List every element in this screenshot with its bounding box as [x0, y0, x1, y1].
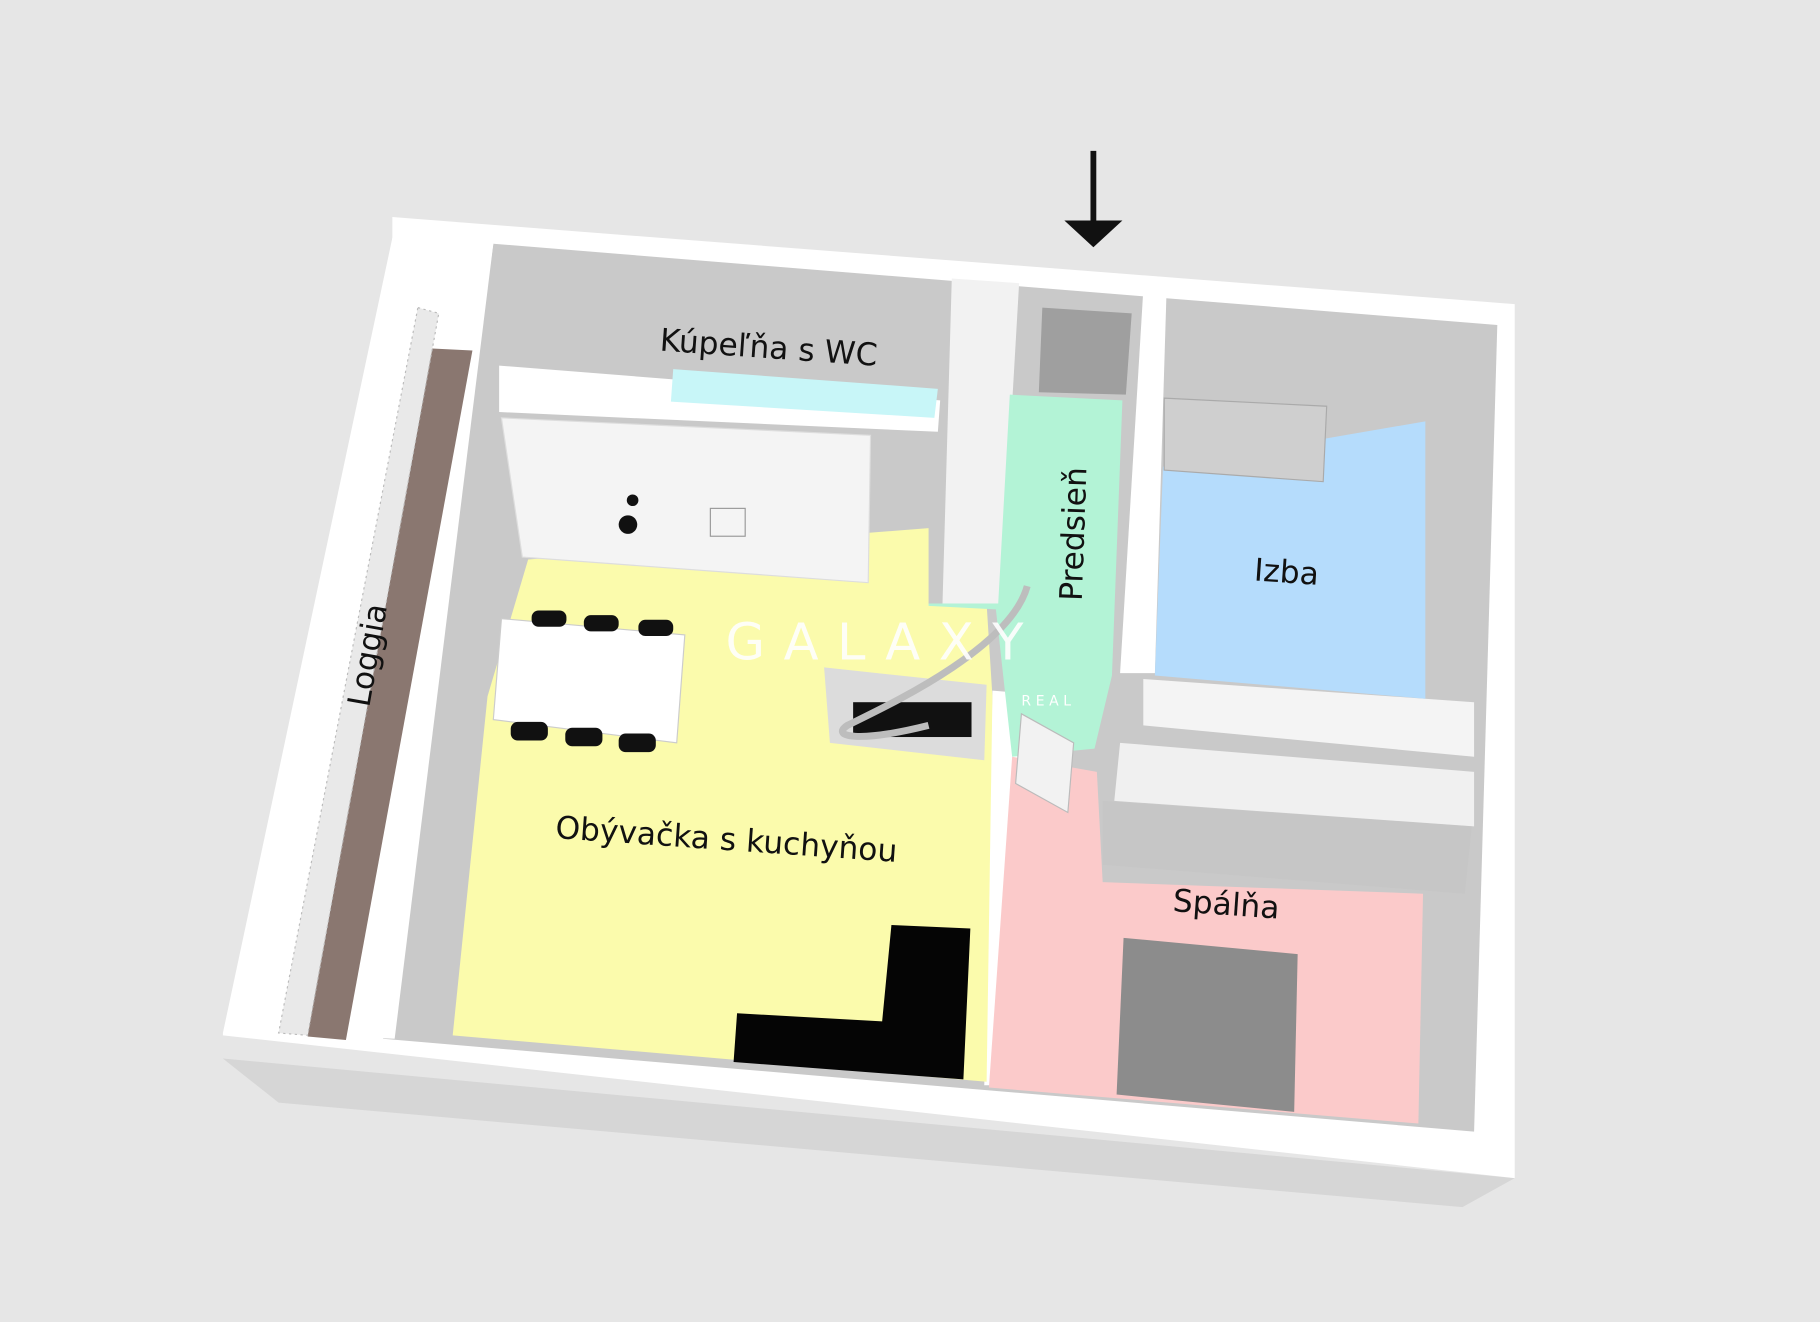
watermark-logo: GALAXY REAL	[725, 585, 1075, 740]
dining-table	[492, 618, 686, 744]
izba-bed	[1163, 397, 1328, 483]
room-loggia[interactable]	[307, 348, 473, 1040]
arrow-down-icon	[1064, 150, 1123, 248]
sofa	[733, 925, 971, 1080]
bedroom-door[interactable]	[1015, 712, 1075, 814]
room-hallway[interactable]	[928, 394, 1123, 757]
bed	[1116, 937, 1298, 1112]
wall-hall-right	[1120, 290, 1167, 674]
wall-left-loggia	[348, 237, 494, 1039]
watermark-sub: REAL	[1021, 694, 1075, 710]
label-izba: Izba	[1253, 552, 1320, 592]
entrance-door[interactable]	[1038, 307, 1132, 395]
label-hallway: Predsieň	[1054, 466, 1095, 601]
stove-burner	[626, 494, 639, 507]
room-izba[interactable]	[1154, 421, 1426, 699]
dining-chairs	[510, 610, 674, 753]
wall-hall-left	[942, 278, 1020, 604]
loggia-railing	[277, 306, 440, 1036]
label-bedroom: Spálňa	[1172, 883, 1281, 926]
sink	[709, 507, 746, 537]
floor-shadow	[222, 1058, 1515, 1208]
stove-burner	[618, 515, 638, 534]
watermark-brand: GALAXY	[725, 613, 1042, 672]
kitchen-counter	[500, 417, 872, 584]
room-bedroom[interactable]	[988, 756, 1424, 1124]
wall-izba-bottom	[1143, 678, 1475, 757]
wardrobe	[1102, 800, 1472, 894]
wall-bedroom-top	[1114, 742, 1475, 827]
room-bathroom[interactable]	[670, 369, 938, 418]
